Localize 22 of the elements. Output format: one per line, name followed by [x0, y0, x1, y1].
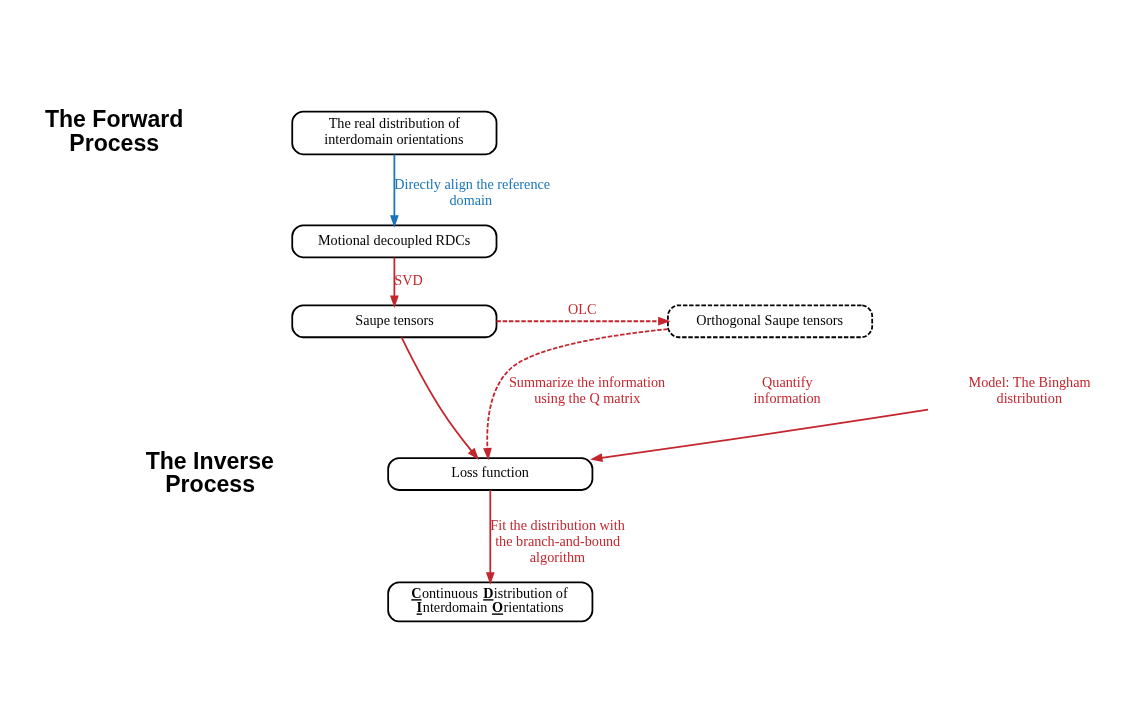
node-box: Continuous Distribution of Interdomain Orientations: [387, 581, 594, 623]
arrow: [390, 256, 399, 308]
node-box: Loss function: [387, 457, 594, 491]
edge-label: Summarize the information using the Q matrix: [508, 373, 666, 406]
node-box: The real distribution of interdomain orientations: [291, 110, 498, 156]
arrow: [485, 489, 495, 585]
edge-label: OLC: [568, 300, 597, 317]
edge-label: Directly align the reference domain: [394, 175, 551, 208]
arrow: [495, 316, 671, 326]
label: Quantify information: [753, 373, 821, 406]
arrow: [400, 336, 480, 461]
edge-label: Fit the distribution with the branch-and-bound algorithm: [490, 516, 625, 565]
arrow: [390, 153, 399, 228]
label: The Inverse Process: [145, 447, 274, 497]
edge-label: SVD: [394, 271, 423, 288]
label: The Forward Process: [44, 106, 184, 156]
arrow: [590, 408, 929, 462]
node-box: Orthogonal Saupe tensors: [667, 304, 874, 339]
node-box: Saupe tensors: [291, 304, 498, 339]
arrow: [483, 328, 669, 461]
node-box: Motional decoupled RDCs: [291, 224, 498, 259]
node-text: Model: The Bingham distribution: [968, 373, 1091, 406]
